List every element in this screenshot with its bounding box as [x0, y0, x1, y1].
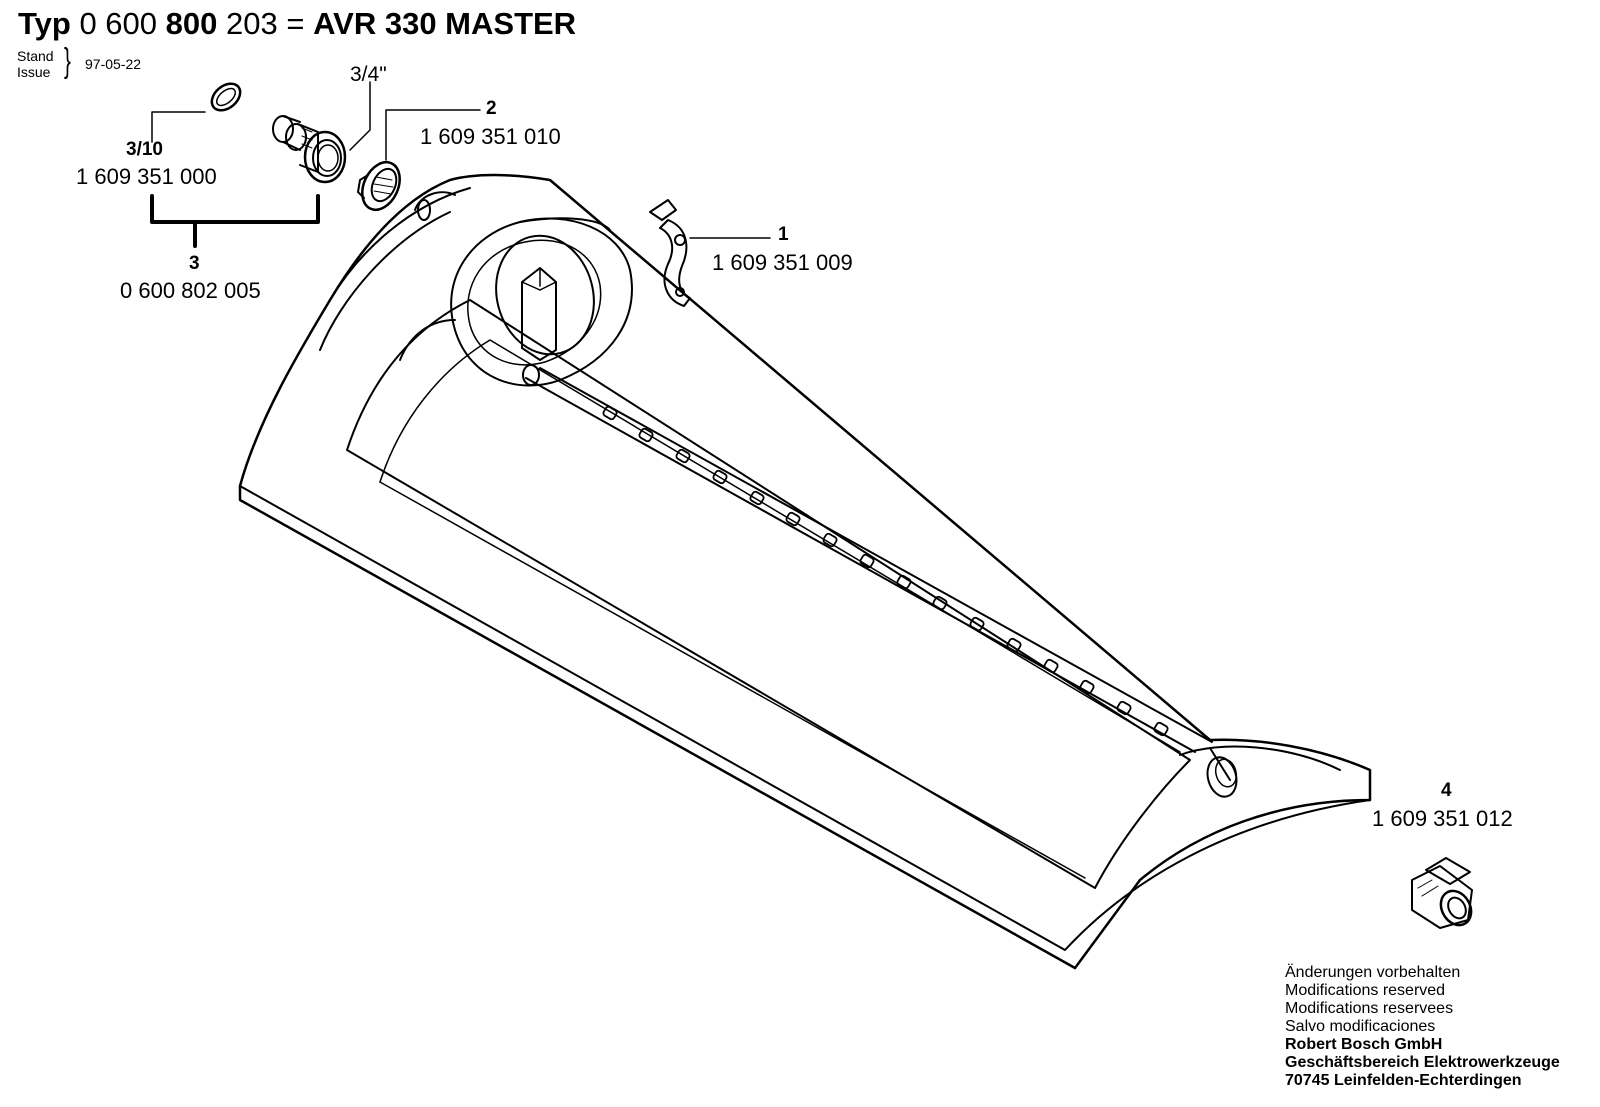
stand-label: Stand: [17, 48, 54, 64]
footer-line: Modifications reservees: [1285, 1000, 1454, 1017]
part-ref-1: 1: [778, 224, 789, 245]
part-number-2: 1 609 351 010: [420, 124, 561, 149]
sprinkler-body: [238, 173, 1372, 970]
footer-line: Salvo modificaciones: [1285, 1018, 1436, 1035]
issue-label: Issue: [17, 64, 51, 80]
leader-lines: [151, 81, 771, 239]
brace-glyph: }: [64, 42, 71, 80]
model-name: AVR 330 MASTER: [313, 6, 577, 41]
hose-connector-part: [272, 115, 347, 184]
type-number-c: 203 =: [226, 6, 305, 41]
type-number-b: 800: [165, 6, 218, 41]
o-ring-part: [210, 82, 242, 112]
part-number-1: 1 609 351 009: [712, 250, 853, 275]
part-ref-4: 4: [1441, 780, 1452, 801]
company-address: 70745 Leinfelden-Echterdingen: [1285, 1072, 1522, 1089]
stand-issue-labels: Stand Issue: [17, 48, 54, 80]
spray-nozzles: [602, 405, 1169, 737]
nozzle-connector-part: [1411, 857, 1473, 929]
lever-part: [649, 199, 691, 307]
part-number-3-10: 1 609 351 000: [76, 164, 217, 189]
type-number-a: 0 600: [79, 6, 158, 41]
page-title: Typ 0 600 800 203 = AVR 330 MASTER: [18, 8, 576, 39]
part-ref-2: 2: [486, 98, 497, 119]
footer-line: Änderungen vorbehalten: [1285, 964, 1461, 981]
part-number-4: 1 609 351 012: [1372, 806, 1513, 831]
assembly-bracket: [150, 194, 320, 248]
footer-notes: Änderungen vorbehalten Modifications res…: [1285, 964, 1560, 1090]
part-number-3: 0 600 802 005: [120, 278, 261, 303]
typ-label: Typ: [18, 6, 71, 41]
part-ref-3: 3: [189, 253, 200, 274]
issue-date: 97-05-22: [85, 56, 142, 72]
footer-line: Modifications reserved: [1285, 982, 1446, 999]
part-ref-3-10: 3/10: [126, 139, 163, 160]
filter-part: [357, 160, 401, 212]
thread-size-label: 3/4": [350, 63, 387, 86]
company-division: Geschäftsbereich Elektrowerkzeuge: [1285, 1054, 1560, 1071]
company-name: Robert Bosch GmbH: [1285, 1036, 1443, 1053]
